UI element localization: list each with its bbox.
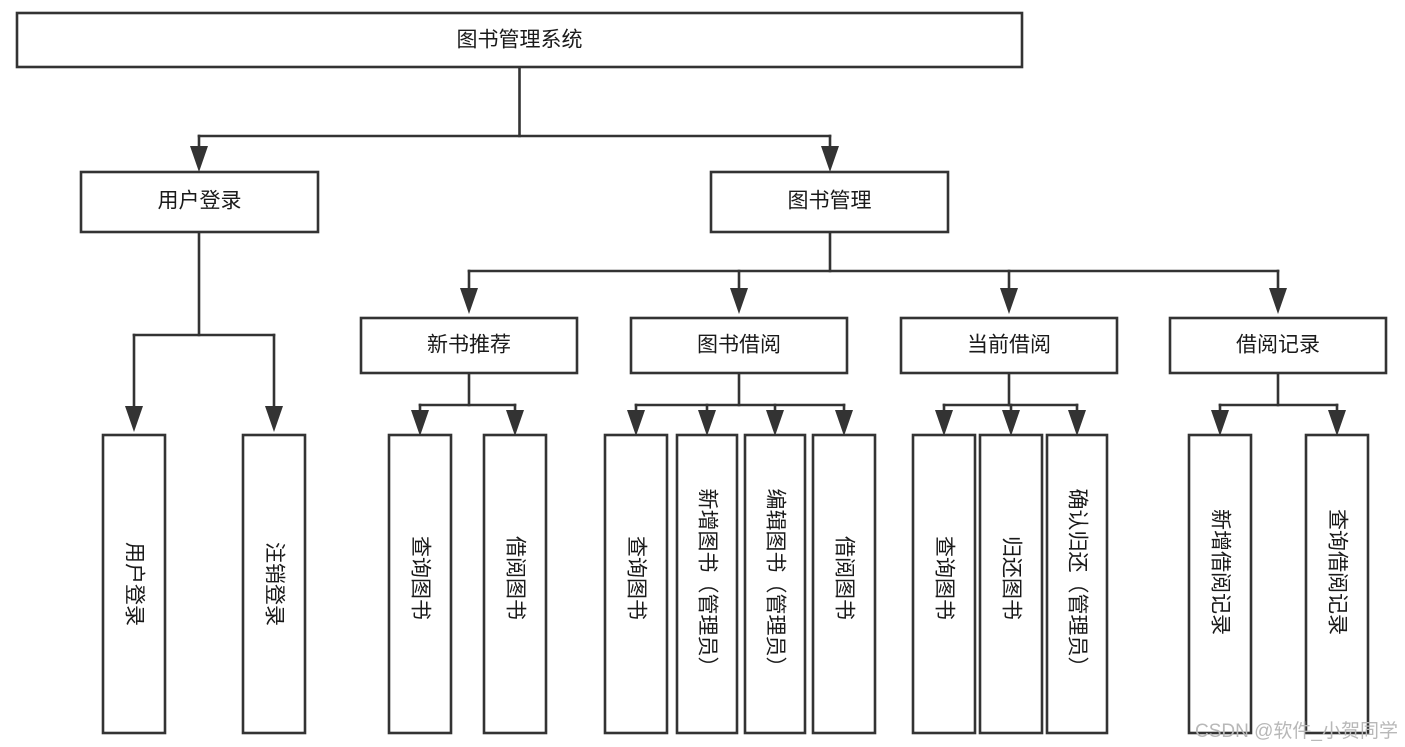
arrow-icon-leaf-return-book	[1002, 410, 1020, 436]
node-leaf-query-book-2-label: 查询图书	[625, 536, 648, 620]
node-leaf-borrow-book-2-label: 借阅图书	[833, 536, 856, 620]
node-leaf-query-book-2[interactable]: 查询图书	[603, 433, 669, 735]
node-leaf-query-book-2-box[interactable]	[603, 433, 669, 735]
node-book-manage[interactable]: 图书管理	[709, 170, 950, 234]
arrow-icon-book-borrow	[730, 288, 748, 314]
node-leaf-edit-book-label: 编辑图书（管理员）	[764, 489, 787, 678]
arrow-icon-leaf-add-record	[1211, 410, 1229, 436]
arrow-icon-leaf-borrow-book-1	[506, 410, 524, 436]
node-root-box[interactable]	[15, 11, 1024, 69]
node-user-login-label: 用户登录	[158, 190, 242, 213]
connector-group-current-borrow	[935, 371, 1086, 436]
node-leaf-logout[interactable]: 注销登录	[241, 433, 307, 735]
node-book-manage-box[interactable]	[709, 170, 950, 234]
node-leaf-return-book-box[interactable]	[978, 433, 1044, 735]
node-leaf-user-login-label: 用户登录	[123, 542, 146, 626]
node-leaf-borrow-book-1[interactable]: 借阅图书	[482, 433, 548, 735]
node-leaf-confirm-return[interactable]: 确认归还（管理员）	[1045, 433, 1109, 735]
node-book-borrow-label: 图书借阅	[697, 334, 781, 357]
node-leaf-edit-book[interactable]: 编辑图书（管理员）	[743, 433, 807, 735]
arrow-icon-new-book-rec	[460, 288, 478, 314]
node-leaf-query-book-3-box[interactable]	[911, 433, 977, 735]
arrow-icon-leaf-query-book-3	[935, 410, 953, 436]
node-user-login[interactable]: 用户登录	[79, 170, 320, 234]
arrow-icon-leaf-logout	[265, 406, 283, 432]
node-leaf-borrow-book-2[interactable]: 借阅图书	[811, 433, 877, 735]
connector-group-root	[190, 65, 839, 172]
node-leaf-add-book-label: 新增图书（管理员）	[696, 489, 719, 678]
node-new-book-rec-box[interactable]	[359, 316, 579, 375]
node-book-borrow-box[interactable]	[629, 316, 849, 375]
arrow-icon-leaf-query-record	[1328, 410, 1346, 436]
node-leaf-query-record-label: 查询借阅记录	[1326, 509, 1349, 635]
watermark-label: CSDN @软件_小贺同学	[1195, 720, 1398, 742]
node-leaf-borrow-book-1-label: 借阅图书	[504, 536, 527, 620]
arrow-icon-leaf-query-book-2	[627, 410, 645, 436]
node-leaf-user-login-box[interactable]	[101, 433, 167, 735]
arrow-icon-borrow-record	[1269, 288, 1287, 314]
connector-group-book-manage	[460, 230, 1287, 314]
node-leaf-query-book-1-label: 查询图书	[409, 536, 432, 620]
arrow-icon-leaf-confirm-return	[1068, 410, 1086, 436]
connector-group-book-borrow	[627, 371, 853, 436]
arrow-icon-current-borrow	[1000, 288, 1018, 314]
node-leaf-add-book[interactable]: 新增图书（管理员）	[675, 433, 739, 735]
node-leaf-query-book-1[interactable]: 查询图书	[387, 433, 453, 735]
node-new-book-rec[interactable]: 新书推荐	[359, 316, 579, 375]
node-leaf-edit-book-box[interactable]	[743, 433, 807, 735]
arrow-icon-book-manage	[821, 146, 839, 172]
node-root[interactable]: 图书管理系统	[15, 11, 1024, 69]
node-leaf-query-book-3[interactable]: 查询图书	[911, 433, 977, 735]
node-leaf-confirm-return-label: 确认归还（管理员）	[1066, 489, 1089, 678]
node-leaf-add-record-box[interactable]	[1187, 433, 1253, 735]
node-leaf-confirm-return-box[interactable]	[1045, 433, 1109, 735]
connector-group-borrow-record	[1211, 371, 1346, 436]
node-new-book-rec-label: 新书推荐	[427, 334, 511, 357]
node-current-borrow[interactable]: 当前借阅	[899, 316, 1119, 375]
node-current-borrow-box[interactable]	[899, 316, 1119, 375]
node-user-login-box[interactable]	[79, 170, 320, 234]
node-leaf-user-login[interactable]: 用户登录	[101, 433, 167, 735]
node-borrow-record-box[interactable]	[1168, 316, 1388, 375]
node-root-label: 图书管理系统	[457, 29, 583, 52]
node-leaf-borrow-book-1-box[interactable]	[482, 433, 548, 735]
node-leaf-return-book-label: 归还图书	[1000, 536, 1023, 620]
node-current-borrow-label: 当前借阅	[967, 334, 1051, 357]
arrow-icon-leaf-query-book-1	[411, 410, 429, 436]
arrow-icon-leaf-edit-book	[766, 410, 784, 436]
arrow-icon-user-login	[190, 146, 208, 172]
node-leaf-logout-label: 注销登录	[263, 542, 286, 626]
node-leaf-query-record[interactable]: 查询借阅记录	[1304, 433, 1370, 735]
connector-group-user-login	[125, 230, 283, 432]
node-leaf-query-book-1-box[interactable]	[387, 433, 453, 735]
node-book-borrow[interactable]: 图书借阅	[629, 316, 849, 375]
node-leaf-logout-box[interactable]	[241, 433, 307, 735]
node-leaf-add-record-label: 新增借阅记录	[1209, 509, 1232, 635]
node-borrow-record-label: 借阅记录	[1236, 334, 1320, 357]
node-book-manage-label: 图书管理	[788, 190, 872, 213]
node-leaf-return-book[interactable]: 归还图书	[978, 433, 1044, 735]
node-leaf-add-book-box[interactable]	[675, 433, 739, 735]
node-leaf-query-record-box[interactable]	[1304, 433, 1370, 735]
connector-group-new-book-rec	[411, 371, 524, 436]
node-leaf-query-book-3-label: 查询图书	[933, 536, 956, 620]
node-leaf-add-record[interactable]: 新增借阅记录	[1187, 433, 1253, 735]
arrow-icon-leaf-add-book	[698, 410, 716, 436]
arrow-icon-leaf-borrow-book-2	[835, 410, 853, 436]
node-leaf-borrow-book-2-box[interactable]	[811, 433, 877, 735]
arrow-icon-leaf-user-login	[125, 406, 143, 432]
node-borrow-record[interactable]: 借阅记录	[1168, 316, 1388, 375]
